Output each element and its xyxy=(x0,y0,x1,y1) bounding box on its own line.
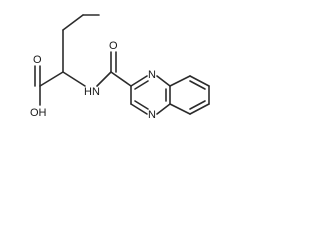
bond-c8-c7-double xyxy=(189,80,206,90)
bond-c2-n1-double xyxy=(134,80,149,90)
bond-n4-c3-double xyxy=(134,100,149,110)
atom-label-ring-nitrogen-bottom: N xyxy=(148,109,156,121)
bond-n1-c8a xyxy=(156,75,171,87)
bond-ch2-ch2 xyxy=(62,14,84,31)
chemical-structure-diagram: O OH HN O N N xyxy=(30,14,210,121)
atom-label-oxygen-carbonyl-acid: O xyxy=(33,54,42,66)
bond-alpha-nh xyxy=(62,71,86,87)
bond-c6-c5-double xyxy=(189,100,206,110)
bond-c8a-c8 xyxy=(169,75,191,87)
bond-amide-c-ring xyxy=(110,71,132,87)
atom-label-amide-nitrogen: HN xyxy=(84,86,100,98)
bond-n4-c3 xyxy=(130,103,148,115)
bond-c4a-n4 xyxy=(156,103,171,115)
atom-label-oxygen-carbonyl-amide: O xyxy=(109,40,118,52)
atom-label-ring-nitrogen-top: N xyxy=(148,69,156,81)
bond-c8-c7 xyxy=(189,75,210,87)
bond-alpha-carboxyl xyxy=(39,71,64,87)
bond-c5-c4a xyxy=(169,103,191,115)
bond-nh-amide-c xyxy=(96,71,112,87)
bond-c6-c5 xyxy=(189,103,210,115)
bond-c2-n1 xyxy=(130,75,148,87)
atom-label-hydroxyl: OH xyxy=(30,107,47,119)
